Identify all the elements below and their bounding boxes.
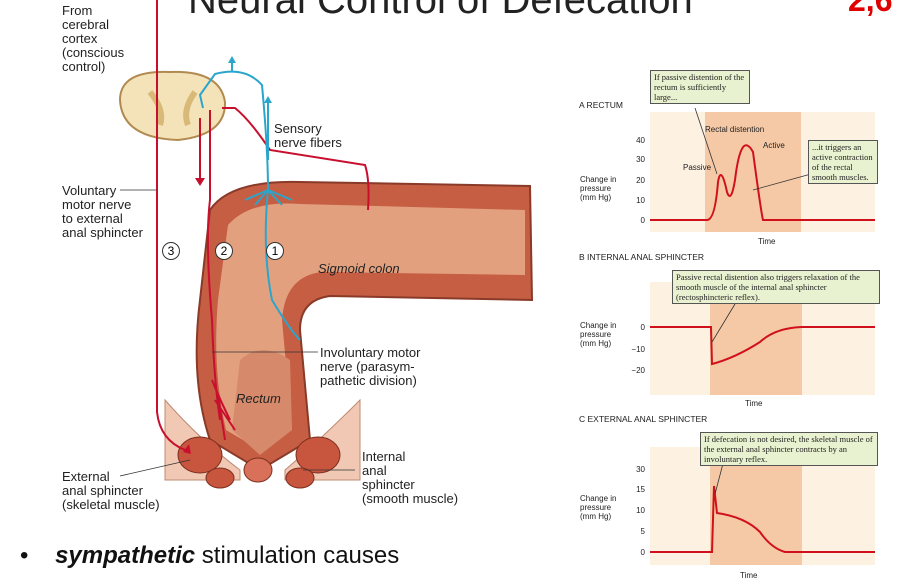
sensory-label: Sensory nerve fibers xyxy=(274,121,342,150)
panel-a-active-label: Active xyxy=(763,141,785,150)
panel-c-ytick-2: 10 xyxy=(636,506,645,515)
panel-a-ytick-4: 0 xyxy=(641,216,646,225)
rectum-label: Rectum xyxy=(236,391,281,406)
panel-a-title: A RECTUM xyxy=(579,100,623,110)
panel-c-ytick-1: 15 xyxy=(636,485,645,494)
spinal-cord xyxy=(118,70,227,142)
panel-a-xlabel: Time xyxy=(758,237,776,246)
bullet-point: • sympathetic stimulation causes xyxy=(20,542,399,570)
bullet-emphasis: sympathetic xyxy=(55,542,196,569)
panel-c-ytick-3: 5 xyxy=(641,527,646,536)
panel-a-callout-active: ...it triggers an active contraction of … xyxy=(808,140,878,184)
rectum-lumen xyxy=(232,350,292,455)
panel-c-title: C EXTERNAL ANAL SPHINCTER xyxy=(579,414,707,424)
sigmoid-colon-label: Sigmoid colon xyxy=(318,261,400,276)
involuntary-nerve-label: Involuntary motor nerve (parasym- pathet… xyxy=(320,345,421,388)
panel-a-ytick-1: 30 xyxy=(636,155,645,164)
panel-c-ytick-0: 30 xyxy=(636,465,645,474)
panel-a-passive-label: Passive xyxy=(683,163,712,172)
sensory-nerve-paths xyxy=(198,63,301,341)
panel-b-ytick-1: −10 xyxy=(631,345,645,354)
panel-a-distention-band xyxy=(705,112,801,232)
panel-b-ylabel: Change in pressure (mm Hg) xyxy=(580,321,617,348)
pressure-panels: A RECTUM 40 30 20 10 0 Rectal distention… xyxy=(579,100,875,580)
panel-b-ytick-2: −20 xyxy=(631,366,645,375)
pathway-marker-3: 3 xyxy=(162,242,180,260)
internal-sphincter xyxy=(243,457,273,483)
panel-a-ytick-0: 40 xyxy=(636,136,645,145)
external-sphincter-right xyxy=(295,436,341,474)
panel-b-xlabel: Time xyxy=(745,399,763,408)
panel-c-xlabel: Time xyxy=(740,571,758,580)
voluntary-nerve-label: Voluntary motor nerve to external anal s… xyxy=(62,183,143,240)
panel-a-band-label: Rectal distention xyxy=(705,125,764,134)
pathway-marker-2: 2 xyxy=(215,242,233,260)
panel-c-ytick-4: 0 xyxy=(641,548,646,557)
cortex-label: From cerebral cortex (conscious control) xyxy=(62,3,125,74)
external-sphincter-label: External anal sphincter (skeletal muscle… xyxy=(62,469,160,512)
panel-c-callout: If defecation is not desired, the skelet… xyxy=(700,432,878,466)
motor-nerve-paths xyxy=(156,0,370,451)
panel-a-ylabel: Change in pressure (mm Hg) xyxy=(580,175,617,202)
external-sphincter-left xyxy=(177,436,223,474)
panel-a-ytick-3: 10 xyxy=(636,196,645,205)
slide-number-badge: 2,6 xyxy=(848,0,893,18)
internal-sphincter-label: Internal anal sphincter (smooth muscle) xyxy=(362,449,459,506)
bullet-text: stimulation causes xyxy=(195,542,400,569)
panel-a-trace xyxy=(650,144,875,221)
panel-b-callout: Passive rectal distention also triggers … xyxy=(672,270,880,304)
panel-b-title: B INTERNAL ANAL SPHINCTER xyxy=(579,252,704,262)
panel-b-ytick-0: 0 xyxy=(641,323,646,332)
panel-c-band xyxy=(710,447,802,565)
colon-lumen xyxy=(216,203,525,450)
anatomy-illustration xyxy=(118,0,534,489)
panel-a-callout-passive: If passive distention of the rectum is s… xyxy=(650,70,750,104)
pathway-marker-1: 1 xyxy=(266,242,284,260)
slide-title: Neural Control of Defecation xyxy=(188,0,693,22)
bullet-dot-icon: • xyxy=(20,542,56,569)
panel-c-ylabel: Change in pressure (mm Hg) xyxy=(580,494,617,521)
panel-b-trace xyxy=(650,326,875,366)
panel-a-ytick-2: 20 xyxy=(636,176,645,185)
panel-c-trace xyxy=(650,485,875,553)
